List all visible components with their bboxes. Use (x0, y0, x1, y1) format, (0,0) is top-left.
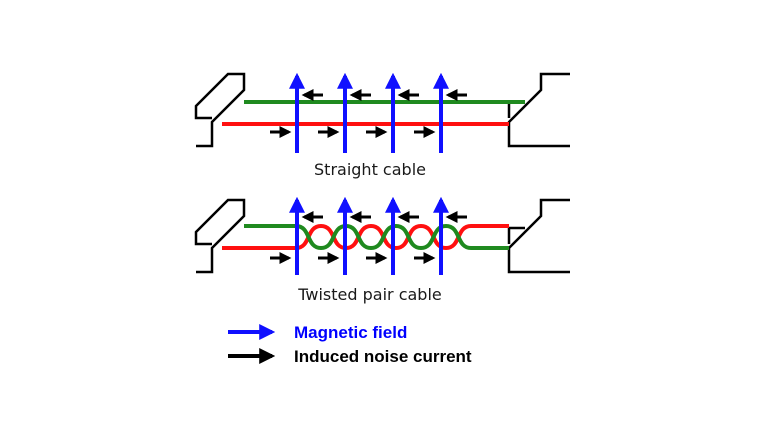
legend: Magnetic field Induced noise current (228, 323, 472, 366)
right-terminal-frame (507, 72, 570, 148)
magnetic-field-arrows (289, 196, 449, 275)
left-terminal-frame (194, 72, 246, 148)
straight-cable-panel: Straight cable (194, 72, 570, 179)
twisted-green-wire (244, 223, 509, 251)
noise-current-arrows (270, 89, 467, 138)
magnetic-field-legend-label: Magnetic field (294, 323, 407, 342)
magnetic-field-arrows (289, 72, 449, 153)
straight-cable-caption: Straight cable (314, 160, 426, 179)
right-terminal-frame (507, 198, 570, 274)
noise-current-legend-label: Induced noise current (294, 347, 472, 366)
noise-current-arrows (270, 211, 467, 264)
twisted-cable-panel: Twisted pair cable (194, 196, 570, 304)
left-terminal-frame (194, 198, 246, 274)
twisted-cable-caption: Twisted pair cable (297, 285, 441, 304)
